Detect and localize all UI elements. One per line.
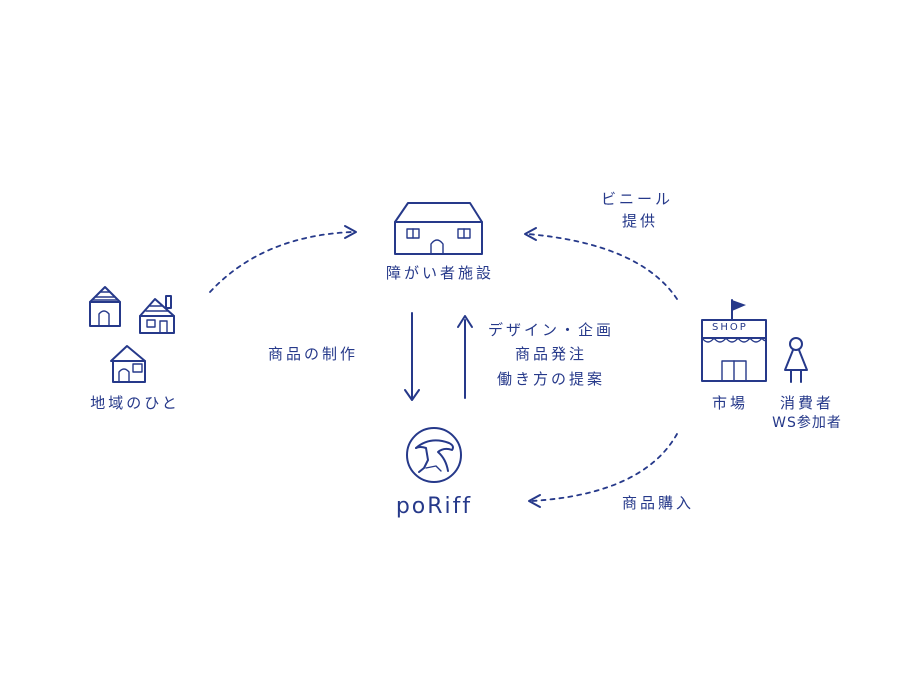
facility-building-icon	[394, 202, 483, 255]
market-to-facility-arrow	[524, 227, 678, 300]
community-houses-icon	[89, 286, 175, 383]
vinyl-label-line2: 提供	[621, 212, 658, 230]
community-to-facility-arrow	[209, 225, 357, 293]
shop-building-icon	[701, 299, 767, 382]
poriff-to-facility-arrow	[457, 315, 473, 399]
poriff-wordmark: poRiff	[395, 494, 473, 519]
community-label: 地域のひと	[90, 394, 180, 412]
poriff-logo-icon	[406, 427, 462, 483]
market-to-poriff-arrow	[528, 433, 678, 508]
production-label: 商品の制作	[268, 345, 359, 363]
design-label-line1: デザイン・企画	[487, 321, 614, 339]
consumer-person-icon	[784, 337, 808, 383]
purchase-label: 商品購入	[622, 494, 695, 512]
market-label: 市場	[711, 394, 748, 412]
consumers-label-line2: WS参加者	[772, 415, 842, 431]
design-label-line3: 働き方の提案	[496, 370, 605, 388]
design-label-line2: 商品発注	[514, 345, 587, 363]
facility-to-poriff-arrow	[404, 312, 420, 401]
consumers-label-line1: 消費者	[779, 394, 834, 412]
facility-label: 障がい者施設	[385, 264, 494, 282]
shop-sign: SHOP	[712, 322, 748, 333]
vinyl-label-line1: ビニール	[600, 190, 673, 208]
